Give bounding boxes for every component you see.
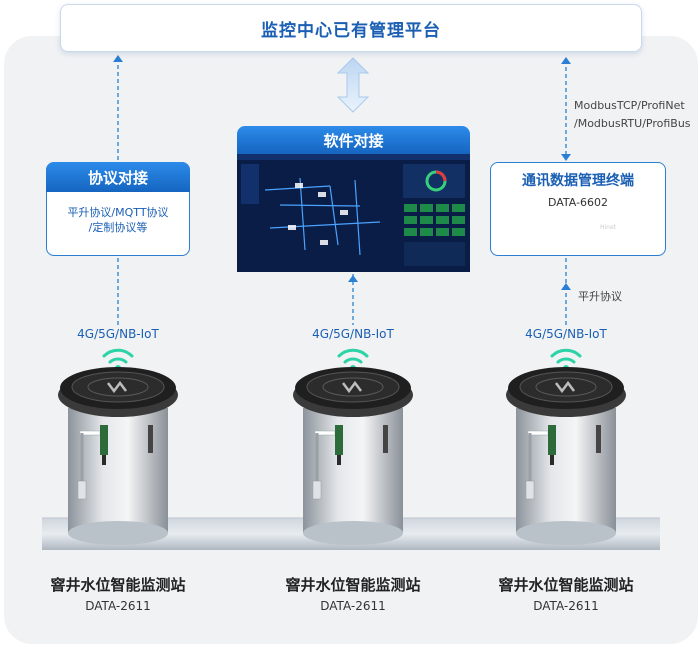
pingsheng-protocol-label: 平升协议 <box>578 290 622 303</box>
station-3-name: 窨井水位智能监测站 <box>498 576 634 594</box>
terminal-model: DATA-6602 <box>547 196 609 209</box>
network-label-2: 4G/5G/NB-IoT <box>312 327 394 341</box>
protocol-line-2: /定制协议等 <box>88 221 148 234</box>
right-protocols-line-2: /ModbusRTU/ProfiBus <box>574 117 691 130</box>
double-arrow-icon <box>336 57 370 113</box>
station-1-model: DATA-2611 <box>85 599 151 613</box>
platform-title: 监控中心已有管理平台 <box>261 20 441 41</box>
software-card-header: 软件对接 <box>237 126 470 154</box>
network-label-3: 4G/5G/NB-IoT <box>525 327 607 341</box>
protocol-line-1: 平升协议/MQTT协议 <box>67 206 169 219</box>
dashboard-screen <box>237 154 470 272</box>
station-1-name: 窨井水位智能监测站 <box>50 576 186 594</box>
protocol-card: 协议对接 <box>46 162 190 256</box>
terminal-card <box>490 162 666 256</box>
station-2-model: DATA-2611 <box>320 599 386 613</box>
manhole-cover-icon <box>56 365 180 547</box>
network-label-1: 4G/5G/NB-IoT <box>77 327 159 341</box>
station-3-model: DATA-2611 <box>533 599 599 613</box>
right-protocols-line-1: ModbusTCP/ProfiNet <box>574 99 685 112</box>
device-brand: Hinet <box>600 224 617 231</box>
monitoring-platform-box: 监控中心已有管理平台 <box>60 4 642 52</box>
wifi-icon <box>102 348 134 364</box>
station-2-name: 窨井水位智能监测站 <box>285 576 421 594</box>
terminal-title: 通讯数据管理终端 <box>522 173 634 189</box>
protocol-card-header: 协议对接 <box>46 162 190 192</box>
